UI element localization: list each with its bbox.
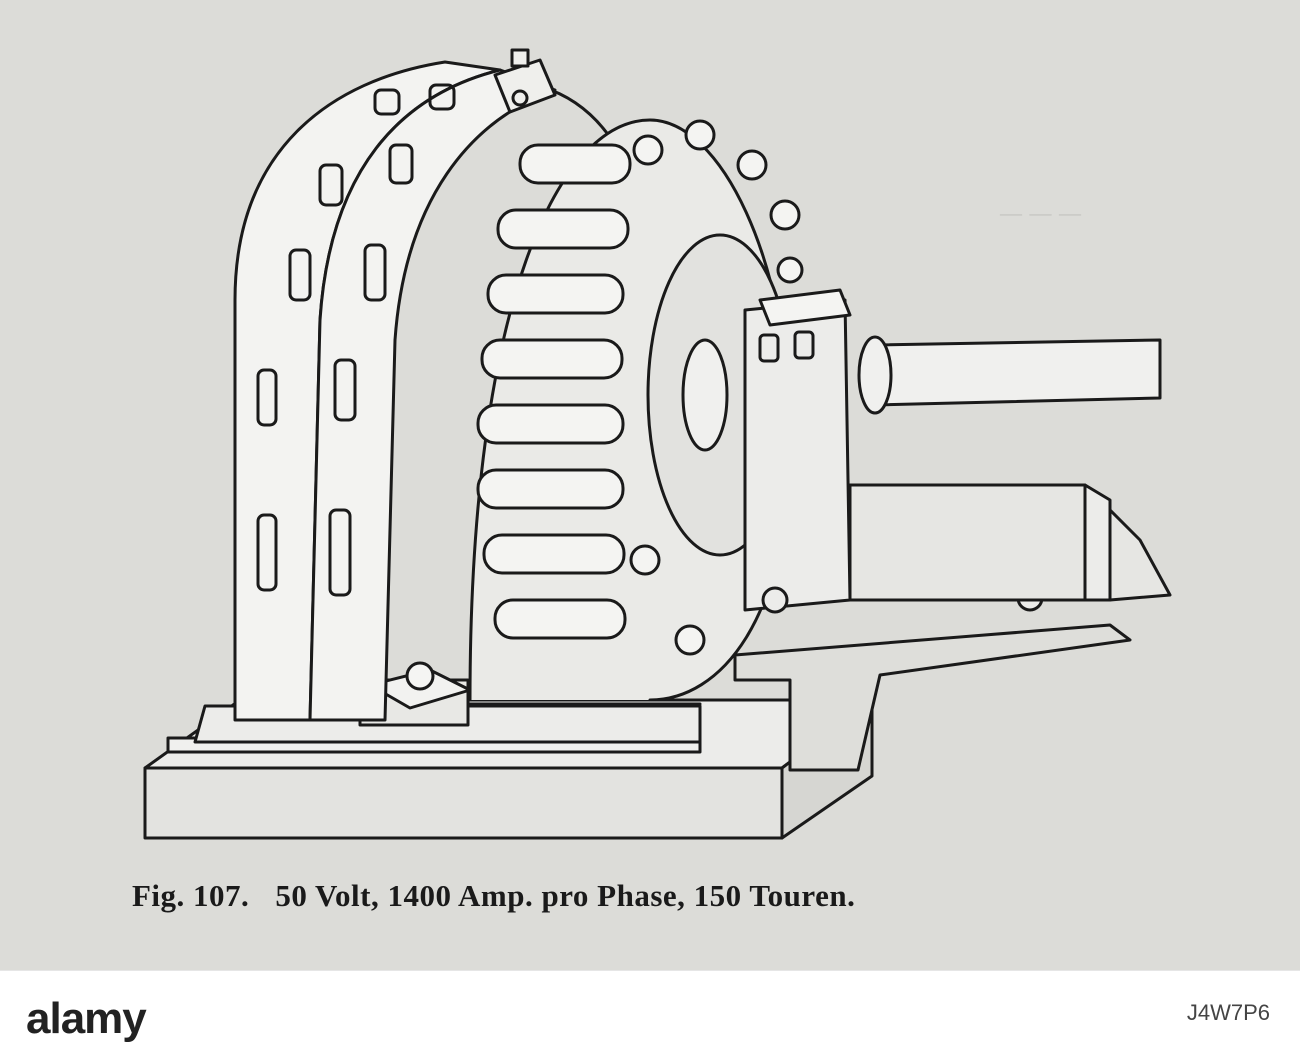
top-clamp <box>493 48 557 114</box>
bearing-pedestal <box>743 288 1172 614</box>
bedplate-extension <box>733 623 1132 772</box>
image-id: J4W7P6 <box>1186 1000 1270 1025</box>
stator-ring-front <box>233 60 557 722</box>
bleed-through-text: — — — <box>1000 200 1082 225</box>
alamy-logo[interactable]: alamy <box>26 994 147 1043</box>
shaft <box>857 335 1162 415</box>
pole-pieces <box>476 119 804 656</box>
stator-slots <box>256 83 456 597</box>
footer-bar <box>0 970 1300 1063</box>
figure-caption-text: 50 Volt, 1400 Amp. pro Phase, 150 Touren… <box>275 878 856 913</box>
figure-caption: Fig. 107. 50 Volt, 1400 Amp. pro Phase, 1… <box>132 878 855 914</box>
generator-illustration <box>143 48 1172 840</box>
figure-number: Fig. 107. <box>132 878 250 913</box>
scanned-page: — — — <box>0 0 1300 970</box>
